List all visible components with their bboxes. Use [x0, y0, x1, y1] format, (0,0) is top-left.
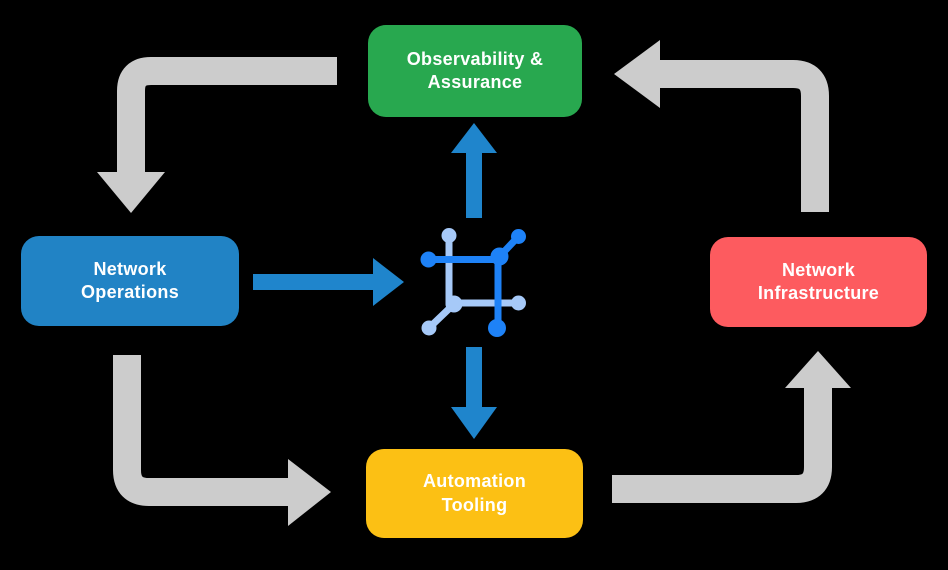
network-mesh-icon — [420, 228, 526, 337]
node-label-line1: Automation — [423, 471, 526, 492]
node-network-infrastructure: Network Infrastructure — [710, 237, 927, 327]
node-label-line1: Network — [781, 259, 856, 280]
node-label-line2: Assurance — [427, 72, 523, 92]
arrowhead-down-icon — [451, 407, 497, 439]
arrowhead-right-icon — [288, 459, 331, 526]
mesh-light-nodes — [421, 228, 526, 336]
arrowhead-up-icon — [451, 123, 497, 153]
arrow-shaft — [113, 355, 290, 506]
gray-arrow-tooling-to-infrastructure — [612, 351, 851, 503]
gray-arrow-infrastructure-to-observability — [614, 40, 829, 212]
blue-arrow-icon-to-observability — [451, 123, 497, 218]
node-label-line1: Network — [93, 258, 167, 279]
node-label-line2: Tooling — [441, 494, 508, 515]
node-label-line2: Infrastructure — [757, 283, 880, 303]
node-automation-tooling: Automation Tooling — [366, 449, 583, 538]
arrow-shaft — [612, 386, 832, 503]
node-network-operations: Network Operations — [21, 236, 239, 326]
node-observability-assurance: Observability & Assurance — [368, 25, 582, 117]
blue-arrow-icon-to-tooling — [451, 347, 497, 439]
node-label-line1: Observability & — [406, 48, 544, 69]
blue-arrow-operations-to-icon — [253, 258, 404, 306]
gray-arrow-operations-to-tooling — [113, 355, 331, 526]
arrowhead-left-icon — [614, 40, 660, 108]
arrowhead-down-icon — [97, 172, 165, 213]
gray-arrow-observability-to-operations — [97, 57, 337, 213]
mesh-dark-nodes — [420, 229, 526, 337]
arrowhead-right-icon — [373, 258, 404, 306]
node-label-line2: Operations — [80, 282, 180, 302]
arrowhead-up-icon — [785, 351, 851, 388]
arrow-shaft — [658, 60, 829, 212]
arrow-shaft — [117, 57, 337, 174]
